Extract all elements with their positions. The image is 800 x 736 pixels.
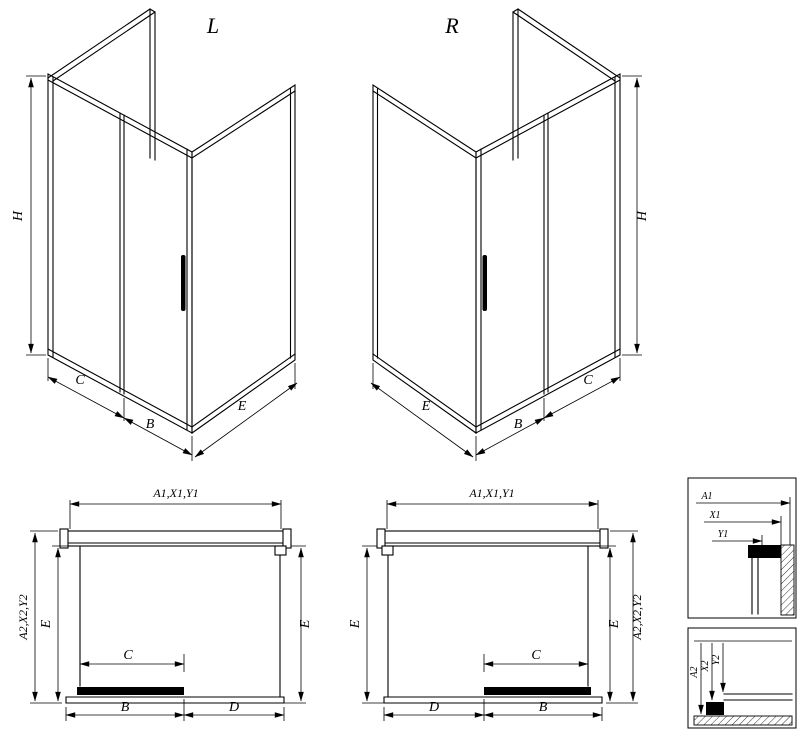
plan-right-width-label: A1,X1,Y1: [468, 486, 514, 500]
dim-label-b-left: B: [146, 417, 155, 432]
detail-box-bottom: A2 X2 Y2: [687, 627, 797, 729]
plan-right-e-left-label: E: [348, 619, 363, 629]
dim-label-height-right: H: [635, 210, 650, 222]
plan-right-lineart-mirrored: [362, 500, 638, 721]
plan-left-e-right-label: E: [298, 619, 313, 629]
plan-right-e-right-label: E: [607, 619, 622, 629]
dim-label-c-right: C: [583, 373, 593, 388]
iso-enclosure-lineart: [26, 8, 298, 461]
dim-label-e-left: E: [237, 399, 247, 414]
dim-label-height-left: H: [11, 210, 26, 222]
track-section-hatch: [693, 715, 793, 726]
plan-left-c-label: C: [123, 648, 133, 663]
plan-right-d-label: D: [428, 700, 439, 715]
wall-profile-section: [748, 545, 781, 558]
detail-x2-label: X2: [700, 660, 711, 672]
detail-x1-label: X1: [708, 510, 720, 521]
dim-label-e-right: E: [421, 399, 431, 414]
iso-left-labels: L H C B E: [11, 13, 247, 432]
variant-label-right: R: [444, 13, 459, 38]
plan-left-labels: A1,X1,Y1 A2,X2,Y2 E E C B D: [16, 486, 313, 715]
plan-left-d-label: D: [228, 700, 239, 715]
plan-right-b-label: B: [539, 700, 548, 715]
plan-view-lineart: [30, 500, 306, 721]
plan-right-depth-label: A2,X2,Y2: [630, 594, 644, 640]
dim-label-b-right: B: [514, 417, 523, 432]
bottom-profile-section: [706, 702, 724, 715]
detail-a1-label: A1: [700, 491, 712, 502]
detail-box-top: A1 X1 Y1: [687, 477, 797, 619]
door-handle: [181, 255, 186, 311]
detail-y2-label: Y2: [711, 655, 722, 666]
plan-left-e-left-label: E: [39, 619, 54, 629]
plan-left-depth-label: A2,X2,Y2: [16, 594, 30, 640]
iso-right-lineart-mirrored: [371, 9, 642, 461]
variant-label-left: L: [206, 13, 219, 38]
plan-left-width-label: A1,X1,Y1: [152, 486, 198, 500]
sliding-door-panel: [77, 687, 184, 695]
detail-y1-label: Y1: [718, 529, 729, 540]
iso-right-labels: R H C B E: [421, 13, 650, 432]
plan-left-b-label: B: [121, 700, 130, 715]
plan-right-c-label: C: [531, 648, 541, 663]
dim-label-c-left: C: [75, 373, 85, 388]
wall-section-hatch: [780, 544, 795, 616]
detail-a2-label: A2: [689, 666, 700, 678]
plan-right-labels: A1,X1,Y1 A2,X2,Y2 E E C B D: [348, 486, 644, 715]
